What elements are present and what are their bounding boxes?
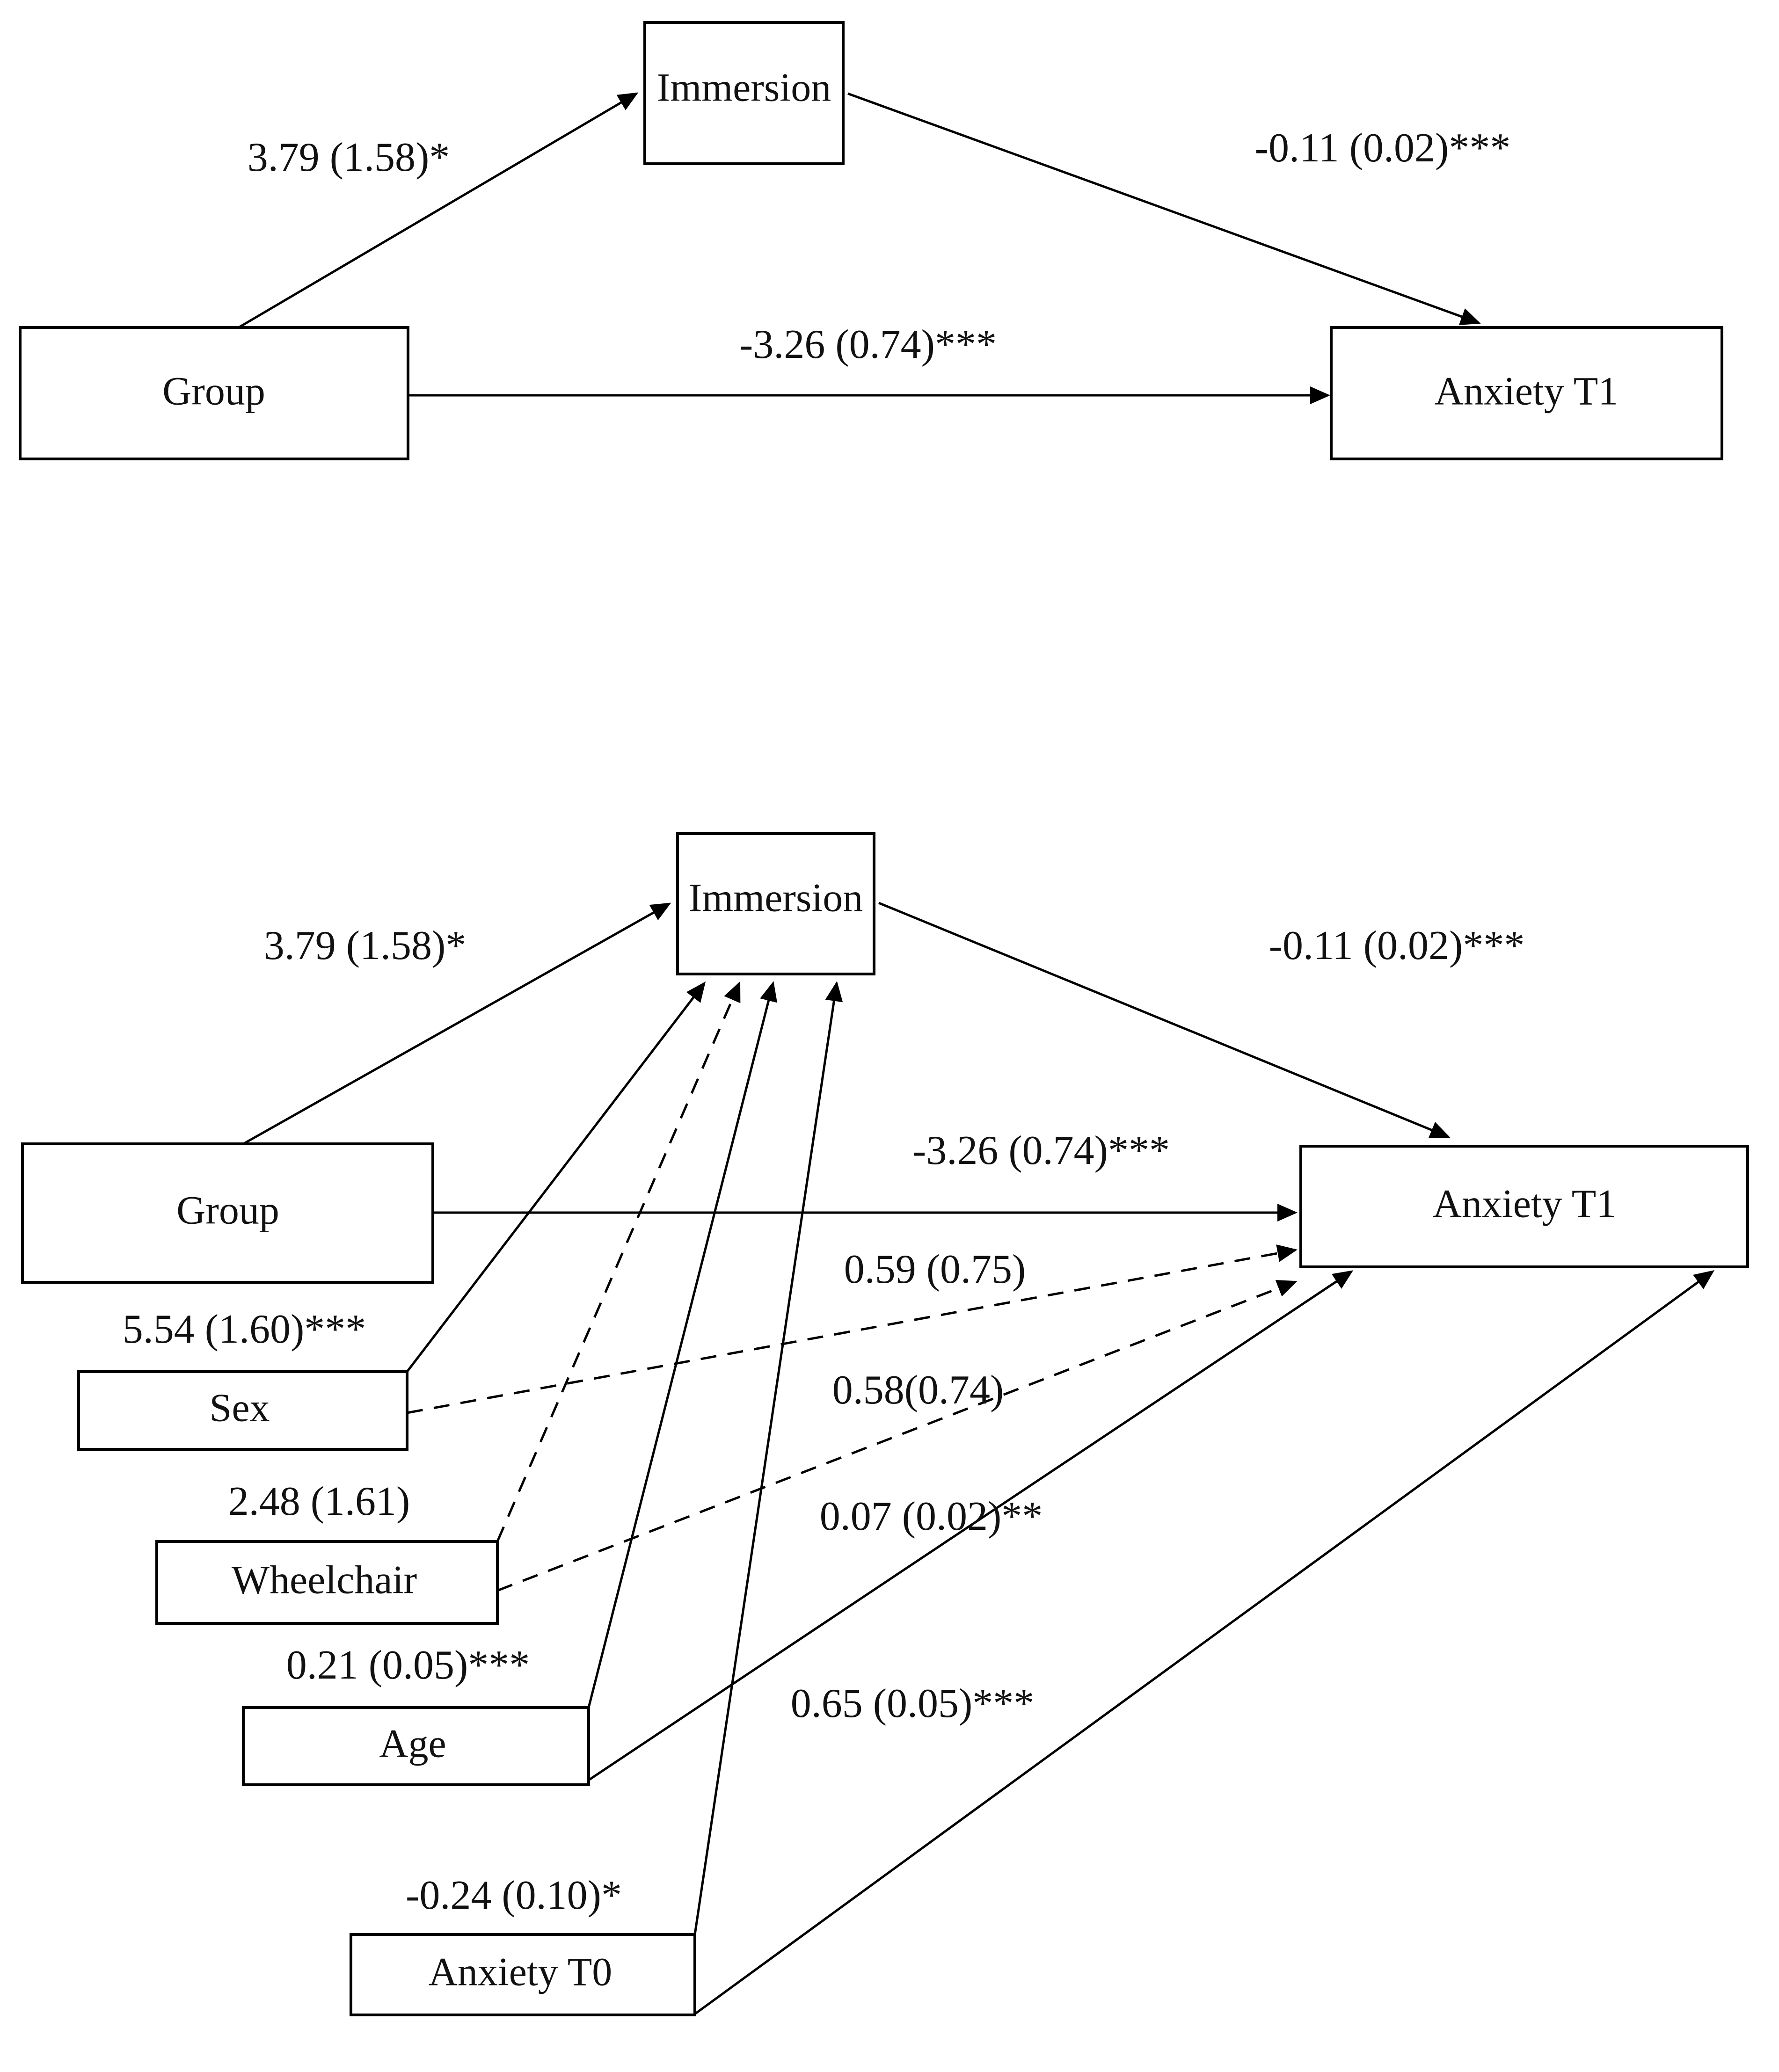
edge-wheelchair-to-anxiety [497,1280,1298,1592]
edge-label-age-to-immersion: 0.21 (0.05)*** [286,1643,530,1688]
model-b-panel: Group Immersion Anxiety T1 Sex Wheelchai… [21,832,1749,2016]
node-anxiety-t1-b [1299,1145,1749,1268]
edge-age-to-anxiety [588,1270,1354,1781]
edge-immersion-to-anxiety-b [878,902,1451,1139]
edge-anxiety-t0-to-anxiety [694,1270,1715,2015]
node-wheelchair-label: Wheelchair [232,1557,417,1602]
edge-label-immersion-to-anxiety-a: -0.11 (0.02)*** [1255,125,1511,171]
edge-label-immersion-to-anxiety-b: -0.11 (0.02)*** [1269,923,1525,968]
node-anxiety-t0 [350,1933,696,2016]
node-group-b-label: Group [176,1188,279,1233]
edge-label-wheelchair-to-immersion: 2.48 (1.61) [228,1479,410,1524]
edge-immersion-to-anxiety-a [847,92,1481,325]
node-anxiety-t1-b-label: Anxiety T1 [1433,1181,1617,1226]
edge-sex-to-anxiety [407,1244,1298,1414]
node-anxiety-t0-label: Anxiety T0 [429,1949,612,1994]
edge-label-group-to-immersion-b: 3.79 (1.58)* [264,923,467,968]
edge-label-group-to-immersion-a: 3.79 (1.58)* [248,135,450,180]
model-a-panel: Group Immersion Anxiety T1 3.79 (1.58)* … [19,21,1723,460]
edge-label-group-to-anxiety-b: -3.26 (0.74)*** [912,1128,1170,1173]
edge-label-age-to-anxiety: 0.07 (0.02)** [820,1494,1043,1539]
edge-sex-to-immersion [406,981,706,1373]
node-age [242,1706,590,1786]
node-immersion-b-label: Immersion [689,875,863,920]
node-age-label: Age [379,1721,446,1766]
edge-age-to-immersion [587,981,778,1708]
edge-label-group-to-anxiety-a: -3.26 (0.74)*** [739,322,997,367]
edge-wheelchair-to-immersion [496,981,741,1542]
node-immersion-b [676,832,875,975]
node-anxiety-t1-a [1330,326,1723,460]
edge-group-to-immersion-b [242,902,671,1145]
edge-label-anxiety-t0-to-anxiety: 0.65 (0.05)*** [791,1681,1035,1726]
node-wheelchair [155,1540,499,1625]
node-group-a-label: Group [162,369,265,414]
node-sex [77,1370,408,1451]
edge-anxiety-t0-to-immersion [693,981,843,1935]
node-immersion-a [643,21,845,165]
edge-group-to-immersion-a [238,92,639,329]
edge-label-wheelchair-to-anxiety: 0.58(0.74) [832,1367,1004,1413]
edge-label-anxiety-t0-to-immersion: -0.24 (0.10)* [406,1873,622,1918]
node-group-a [19,326,409,460]
edge-label-sex-to-anxiety: 0.59 (0.75) [844,1247,1026,1292]
node-sex-label: Sex [210,1385,270,1430]
edge-label-sex-to-immersion: 5.54 (1.60)*** [123,1307,366,1352]
node-group-b [21,1142,434,1284]
node-immersion-a-label: Immersion [657,65,831,110]
node-anxiety-t1-a-label: Anxiety T1 [1435,369,1619,414]
